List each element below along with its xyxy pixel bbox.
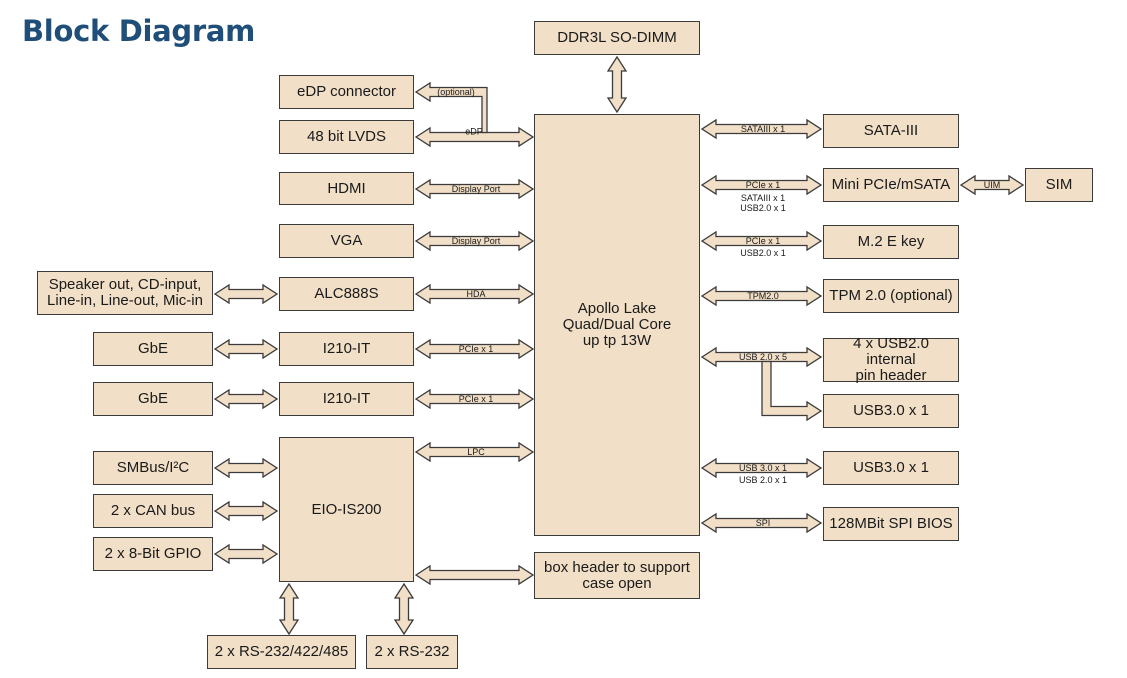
m2-block: M.2 E key <box>823 225 959 259</box>
hda-link-label: HDA <box>466 289 485 299</box>
smbus-arrow <box>213 457 279 479</box>
box-header-block: box header to support case open <box>534 552 700 599</box>
m2-link-label-usb: USB2.0 x 1 <box>740 248 786 258</box>
hdmi-link-label: Display Port <box>452 184 501 194</box>
gpio-block: 2 x 8-Bit GPIO <box>93 537 213 571</box>
mini-pcie-link-label-pcie: PCIe x 1 <box>746 180 781 190</box>
gbe-block-1: GbE <box>93 332 213 366</box>
hdmi-block: HDMI <box>279 172 414 205</box>
can-bus-arrow <box>213 500 279 522</box>
usb3-arrow <box>700 457 823 479</box>
lpc-arrow <box>414 441 535 463</box>
vga-block: VGA <box>279 224 414 258</box>
speaker-arrow <box>213 283 279 305</box>
edp-link-label: eDP <box>465 127 483 137</box>
sata-arrow <box>700 118 823 140</box>
edp-connector-block: eDP connector <box>279 75 414 109</box>
hda-arrow <box>414 283 535 305</box>
usb2-branch-arrow <box>761 360 823 422</box>
gbe-arrow-1 <box>213 338 279 360</box>
uim-link-label: UIM <box>984 180 1001 190</box>
sata3-block: SATA-III <box>823 114 959 148</box>
can-bus-block: 2 x CAN bus <box>93 494 213 528</box>
lpc-link-label: LPC <box>467 447 485 457</box>
gpio-arrow <box>213 543 279 565</box>
pcie-link-label-1: PCIe x 1 <box>459 344 494 354</box>
tpm-link-label: TPM2.0 <box>747 291 779 301</box>
vga-link-label: Display Port <box>452 236 501 246</box>
usb2-header-block: 4 x USB2.0 internal pin header <box>823 336 959 384</box>
usb3-block-b: USB3.0 x 1 <box>823 451 959 485</box>
gbe-arrow-2 <box>213 388 279 410</box>
pcie-link-label-2: PCIe x 1 <box>459 394 494 404</box>
mini-pcie-arrow <box>700 174 823 196</box>
vga-arrow <box>414 230 535 252</box>
i210-block-1: I210-IT <box>279 332 414 366</box>
smbus-block: SMBus/I²C <box>93 451 213 485</box>
lvds-arrow <box>414 126 535 148</box>
diagram-title: Block Diagram <box>22 14 256 48</box>
hdmi-arrow <box>414 178 535 200</box>
rs232-422-485-arrow <box>278 582 300 636</box>
tpm-arrow <box>700 285 823 307</box>
alc888s-block: ALC888S <box>279 277 414 311</box>
ddr3l-arrow <box>606 55 628 114</box>
ddr3l-block: DDR3L SO-DIMM <box>534 21 700 55</box>
edp-optional-arrow <box>414 81 488 134</box>
eio-is200-block: EIO-IS200 <box>279 437 414 582</box>
mini-pcie-link-label-sata: SATAIII x 1 <box>741 193 785 203</box>
box-header-arrow <box>414 564 535 586</box>
gbe-block-2: GbE <box>93 382 213 416</box>
i210-block-2: I210-IT <box>279 382 414 416</box>
spi-arrow <box>700 512 823 534</box>
sim-block: SIM <box>1025 168 1093 202</box>
rs232-arrow <box>393 582 415 636</box>
uim-arrow <box>959 174 1025 196</box>
usb3-link-label-usb2: USB 2.0 x 1 <box>739 475 787 485</box>
usb3-block-a: USB3.0 x 1 <box>823 394 959 428</box>
lvds-block: 48 bit LVDS <box>279 120 414 154</box>
mini-pcie-block: Mini PCIe/mSATA <box>823 168 959 202</box>
usb3-link-label-usb3: USB 3.0 x 1 <box>739 463 787 473</box>
spi-link-label: SPI <box>756 518 771 528</box>
speaker-block: Speaker out, CD-input, Line-in, Line-out… <box>37 271 213 315</box>
rs232-block: 2 x RS-232 <box>366 635 458 669</box>
tpm-block: TPM 2.0 (optional) <box>823 279 959 313</box>
pcie-arrow-2 <box>414 388 535 410</box>
sata-link-label: SATAIII x 1 <box>741 124 785 134</box>
m2-link-label-pcie: PCIe x 1 <box>746 236 781 246</box>
m2-arrow <box>700 230 823 252</box>
usb2-arrow <box>700 346 823 368</box>
mini-pcie-link-label-usb: USB2.0 x 1 <box>740 203 786 213</box>
optional-label: (optional) <box>437 87 475 97</box>
pcie-arrow-1 <box>414 338 535 360</box>
cpu-block: Apollo Lake Quad/Dual Core up tp 13W <box>534 114 700 536</box>
rs232-422-485-block: 2 x RS-232/422/485 <box>207 635 356 669</box>
spi-bios-block: 128MBit SPI BIOS <box>823 507 959 541</box>
usb2-link-label: USB 2.0 x 5 <box>739 352 787 362</box>
